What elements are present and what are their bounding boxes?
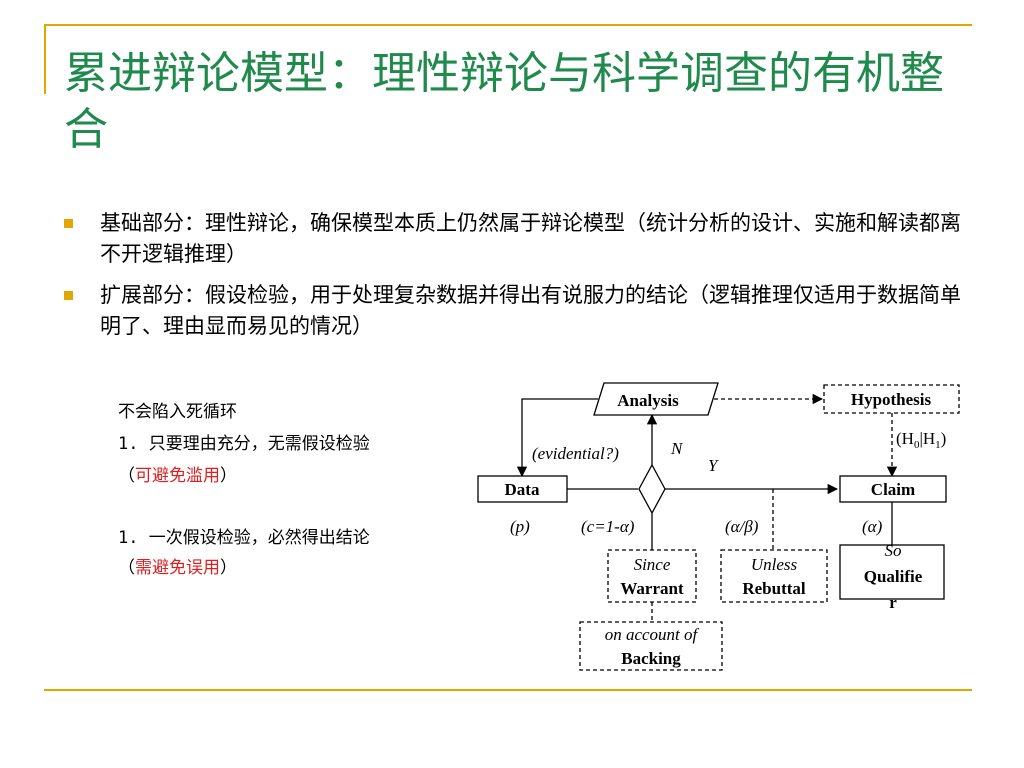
bullet-text: 基础部分：理性辩论，确保模型本质上仍然属于辩论模型（统计分析的设计、实施和解读都… [100,211,961,266]
confidence-label: (c=1-α) [581,517,635,536]
note-heading: 不会陷入死循环 [118,402,237,422]
svg-text:Since: Since [634,555,671,574]
svg-text:on account of: on account of [605,625,700,644]
alpha-beta-label: (α/β) [725,517,759,536]
svg-text:Hypothesis: Hypothesis [851,390,932,409]
warrant-node: Since Warrant [607,549,697,603]
svg-text:Backing: Backing [621,649,681,668]
svg-text:r: r [889,593,897,612]
rebuttal-node: Unless Rebuttal [720,549,828,603]
svg-text:Rebuttal: Rebuttal [742,579,806,598]
svg-text:Warrant: Warrant [620,579,684,598]
svg-text:Claim: Claim [871,480,915,499]
note-item-1: 1. 只要理由充分，无需假设检验 [118,434,370,454]
claim-node: Claim [839,475,947,503]
bullet-list: 基础部分：理性辩论，确保模型本质上仍然属于辩论模型（统计分析的设计、实施和解读都… [64,208,964,352]
backing-node: on account of Backing [579,621,723,671]
p-label: (p) [510,517,530,536]
page-title: 累进辩论模型：理性辩论与科学调查的有机整合 [64,48,944,155]
bottom-rule [44,689,972,691]
decision-node [638,463,666,515]
hypothesis-pair-label: (H0|H1) [896,429,946,451]
alpha-label: (α) [862,517,883,536]
no-label: N [670,439,684,458]
note-item-2-remark: （需避免误用） [118,558,237,578]
left-rule [44,24,46,94]
square-bullet-icon [64,219,73,228]
svg-text:Qualifie: Qualifie [864,567,923,586]
yes-label: Y [708,456,719,475]
analysis-node: Analysis [593,382,719,416]
note-item-1-remark: （可避免滥用） [118,466,237,486]
highlight-text: 可避免滥用 [135,466,220,486]
bullet-text: 扩展部分：假设检验，用于处理复杂数据并得出有说服力的结论（逻辑推理仅适用于数据简… [100,283,961,338]
highlight-text: 需避免误用 [135,558,220,578]
svg-text:Analysis: Analysis [617,391,679,410]
svg-text:So: So [885,541,902,560]
evidential-label: (evidential?) [532,444,619,463]
analysis-to-data-line [516,398,598,478]
hypothesis-node: Hypothesis [823,384,960,414]
svg-text:Data: Data [505,480,540,499]
top-rule [44,24,972,26]
note-item-2: 1. 一次假设检验，必然得出结论 [118,528,370,548]
data-node: Data [477,475,568,503]
bullet-item: 扩展部分：假设检验，用于处理复杂数据并得出有说服力的结论（逻辑推理仅适用于数据简… [64,280,964,342]
qualifier-node: So Qualifie r [839,541,945,612]
square-bullet-icon [64,291,73,300]
svg-text:Unless: Unless [751,555,798,574]
bullet-item: 基础部分：理性辩论，确保模型本质上仍然属于辩论模型（统计分析的设计、实施和解读都… [64,208,964,270]
